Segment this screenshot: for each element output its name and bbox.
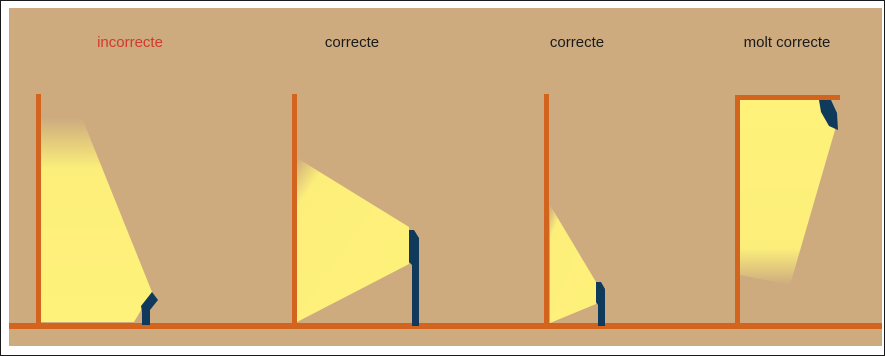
caption-incorrect: incorrecte (97, 34, 163, 51)
lamp-icon (141, 292, 158, 325)
wall (735, 95, 740, 326)
wall (36, 94, 41, 326)
lamp-icon (596, 282, 605, 326)
caption-correct-2: correcte (549, 34, 605, 51)
lamp-icon (409, 230, 419, 326)
light-beam (740, 100, 835, 285)
wall (292, 94, 297, 326)
scene-correct-2 (544, 94, 605, 326)
lamp-icon (819, 100, 838, 130)
ceiling (735, 95, 840, 100)
wall (544, 94, 549, 326)
scene-correct-1 (292, 94, 419, 326)
caption-correct-1: correcte (324, 34, 380, 51)
light-beam (550, 205, 596, 323)
light-beam (39, 118, 152, 322)
scene-incorrect (36, 94, 158, 326)
scene-very-correct (735, 95, 840, 326)
caption-very-correct: molt correcte (743, 34, 831, 51)
floor-line (9, 323, 882, 329)
light-beam (297, 158, 409, 322)
